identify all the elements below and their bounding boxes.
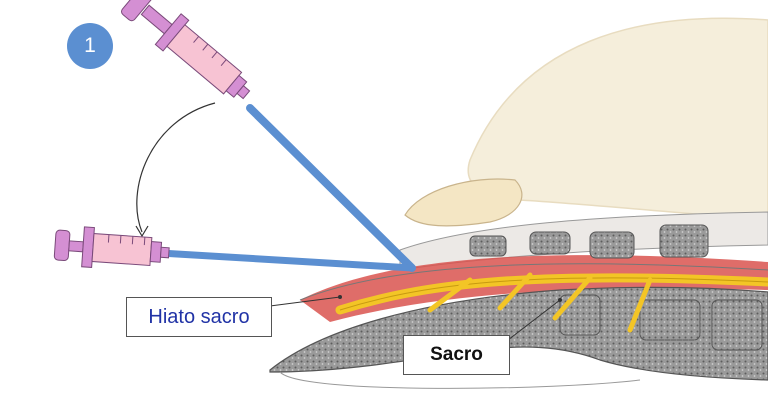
skin-tissue: [404, 17, 768, 227]
syringe-flat: [53, 226, 170, 268]
hiato-leader-line: [269, 296, 341, 307]
reposition-arrow: [136, 102, 216, 233]
cauda-equina-nerves: [335, 272, 768, 333]
sacro-label: Sacro: [403, 335, 510, 375]
hiato-sacro-label: Hiato sacro: [126, 297, 272, 337]
sacro-leader-line: [507, 299, 561, 341]
needle-steep: [246, 104, 416, 272]
syringe-steep: [121, 0, 251, 100]
sacrum-bone: [269, 224, 768, 389]
needle-flat: [156, 249, 416, 272]
reposition-arrowhead: [135, 225, 149, 238]
step-number-badge: 1: [67, 23, 113, 69]
